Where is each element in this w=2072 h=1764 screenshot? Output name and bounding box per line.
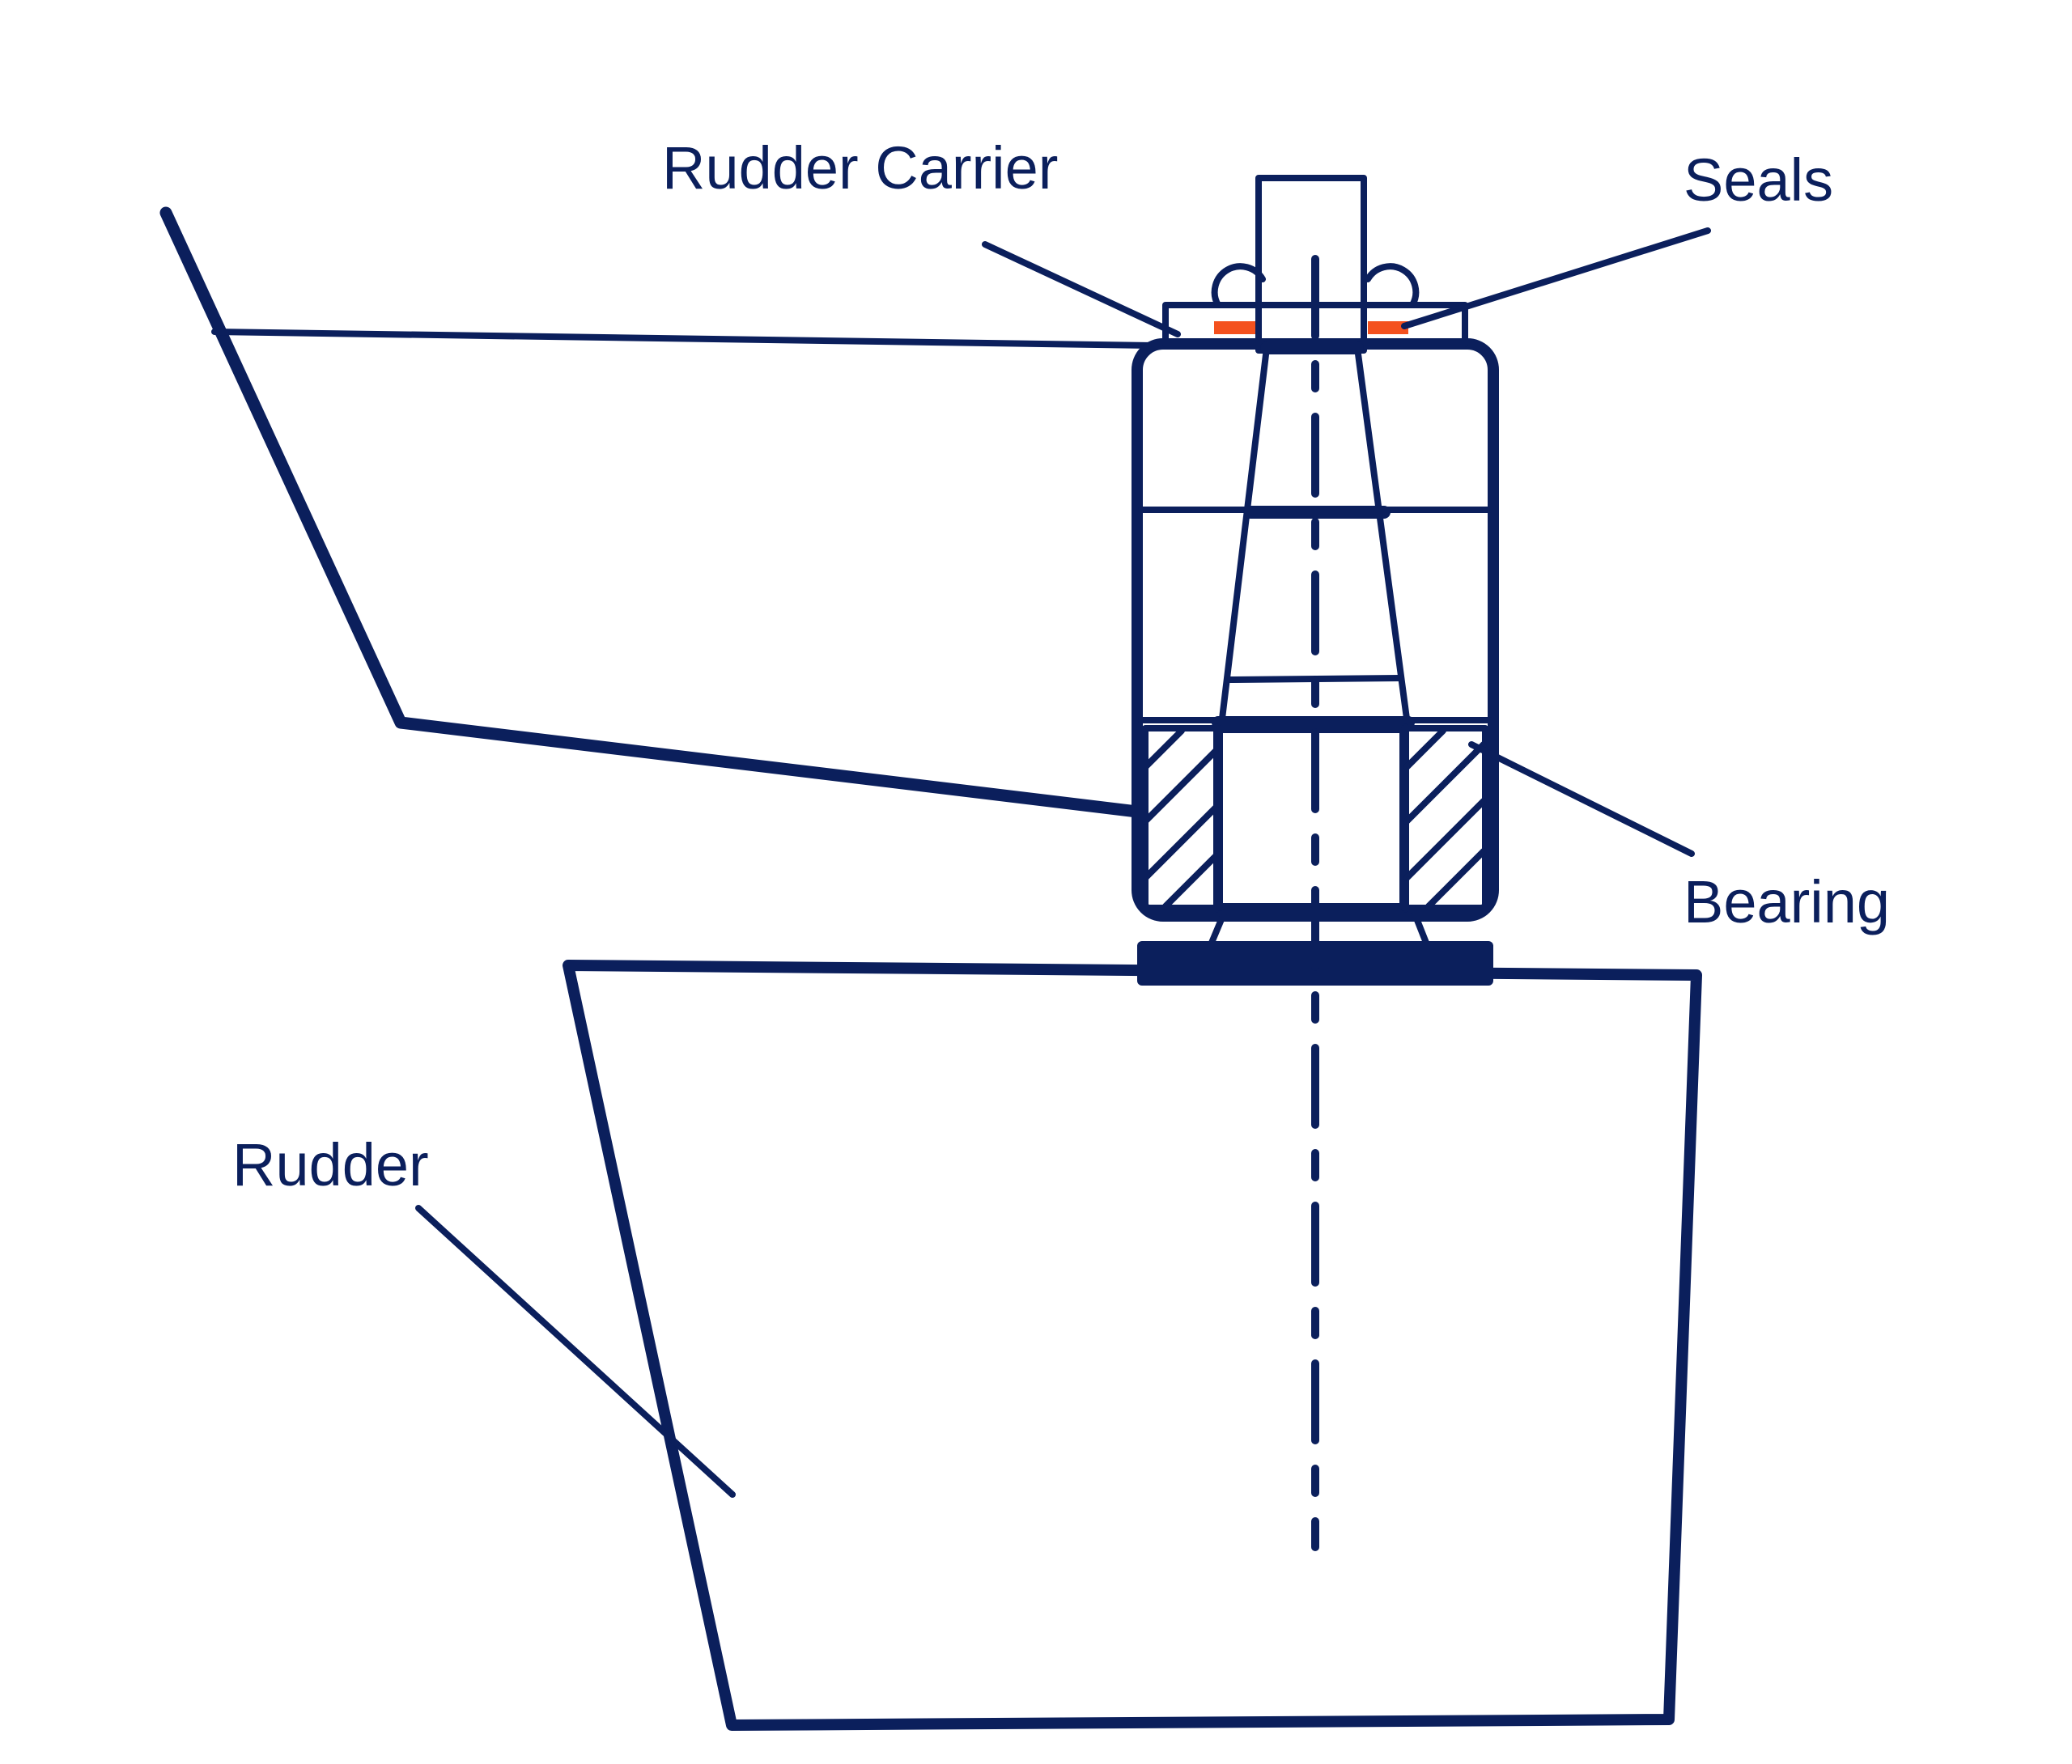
leader-line-rudder-carrier [982, 241, 1181, 337]
seal-left [1214, 321, 1259, 334]
bearing-right [1401, 725, 1488, 911]
label-rudder: Rudder [232, 1131, 429, 1198]
bearing-left [1142, 725, 1221, 911]
leader-line-seals [1401, 227, 1711, 329]
rudder-stock-taper [1212, 341, 1415, 729]
hull-outline [159, 206, 1157, 818]
label-bearing: Bearing [1684, 868, 1890, 935]
seals [1214, 321, 1408, 334]
rudder-blade [563, 960, 1702, 1731]
seal-right [1368, 321, 1408, 334]
leader-line-bearing [1468, 741, 1695, 857]
leader-line-rudder [415, 1205, 736, 1498]
label-rudder-carrier: Rudder Carrier [662, 134, 1058, 201]
label-seals: Seals [1684, 146, 1833, 214]
